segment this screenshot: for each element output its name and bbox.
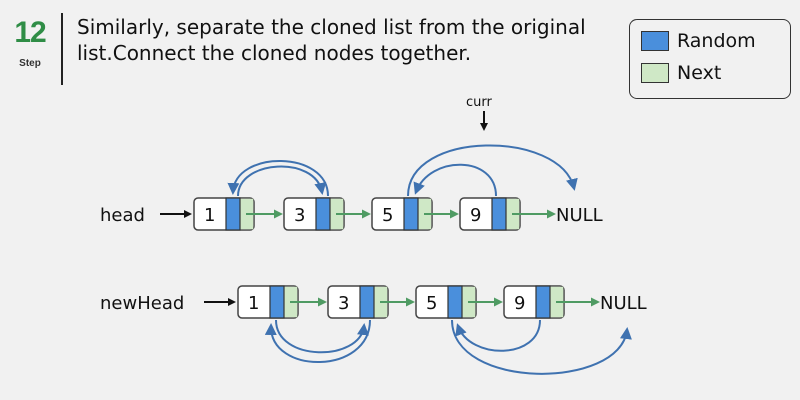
list2-node-9: 9 — [503, 285, 565, 319]
step-number: 12 — [14, 16, 46, 49]
list2-random-arrow-5-to-null — [451, 319, 632, 375]
header-divider — [61, 13, 63, 85]
legend-item-random: Random — [641, 30, 756, 52]
list2-random-arrow-1-to-3 — [275, 319, 369, 354]
legend-label-next: Next — [677, 62, 722, 84]
node-value: 3 — [338, 293, 349, 314]
list2-random-arrow-3-to-1 — [264, 319, 371, 363]
list1-node-5: 5 — [371, 197, 433, 231]
random-field — [403, 197, 419, 231]
node-value: 9 — [470, 205, 481, 226]
head-label: head — [100, 205, 145, 226]
list2-null-label: NULL — [600, 293, 647, 314]
list1-random-arrow-5-to-null — [407, 144, 578, 197]
list1-node-3: 3 — [283, 197, 345, 231]
legend-swatch-next — [641, 63, 669, 83]
step-label: Step — [19, 58, 41, 69]
list1-null-label: NULL — [556, 205, 603, 226]
random-field — [315, 197, 331, 231]
list1-random-arrow-9-to-5 — [413, 163, 497, 197]
node-value: 5 — [382, 205, 393, 226]
node-value: 1 — [248, 293, 259, 314]
curr-label: curr — [466, 95, 493, 110]
random-field — [447, 285, 463, 319]
list2-random-arrow-9-to-5 — [455, 319, 541, 352]
node-value: 3 — [294, 205, 305, 226]
legend-label-random: Random — [677, 30, 756, 52]
node-value: 9 — [514, 293, 525, 314]
node-value: 1 — [204, 205, 215, 226]
legend-swatch-random — [641, 31, 669, 51]
list1-node-9: 9 — [459, 197, 521, 231]
random-field — [359, 285, 375, 319]
list1-random-arrow-1-to-3 — [237, 165, 327, 197]
list2-node-3: 3 — [327, 285, 389, 319]
random-field — [491, 197, 507, 231]
list2-node-1: 1 — [237, 285, 299, 319]
random-field — [269, 285, 285, 319]
list1-random-arrow-3-to-1 — [227, 160, 329, 197]
legend-item-next: Next — [641, 62, 721, 84]
list2-node-5: 5 — [415, 285, 477, 319]
list1-node-1: 1 — [193, 197, 255, 231]
step-description: Similarly, separate the cloned list from… — [77, 15, 586, 65]
random-field — [535, 285, 551, 319]
legend: Random Next — [629, 19, 791, 99]
random-field — [225, 197, 241, 231]
node-value: 5 — [426, 293, 437, 314]
newhead-label: newHead — [100, 293, 184, 314]
